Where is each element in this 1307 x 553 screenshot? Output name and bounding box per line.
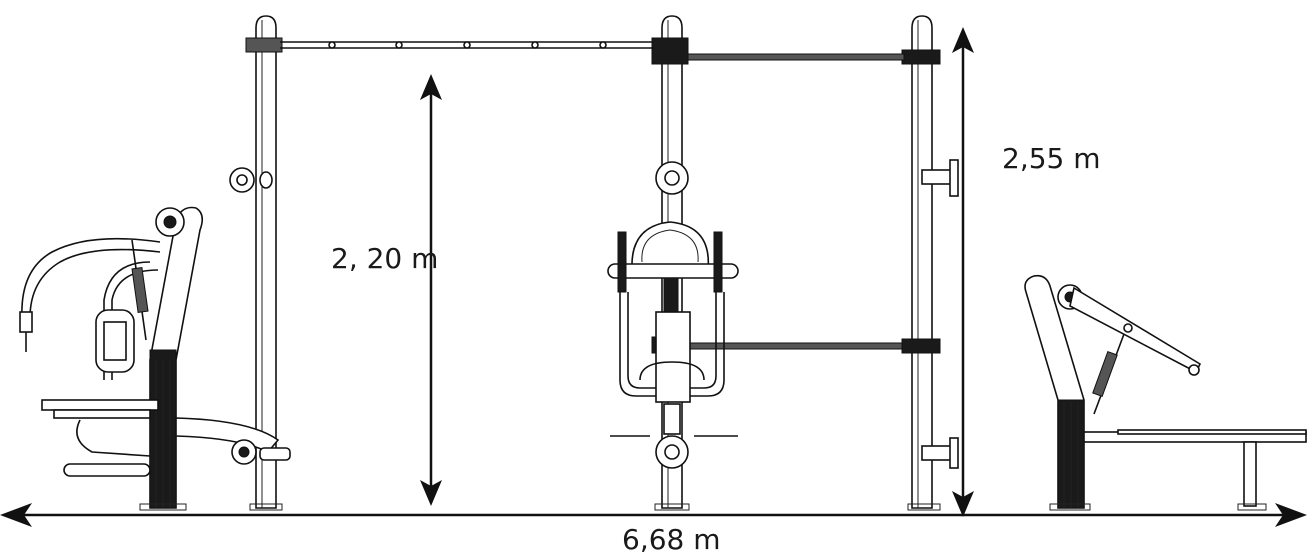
height-dimension-total [952,27,974,517]
height-label-middle: 2, 20 m [331,242,438,275]
top-bar-left [280,41,654,49]
height-label-total: 2,55 m [1002,142,1101,175]
middle-bar-right [651,336,941,354]
left-post-rotary-plate [229,167,273,193]
top-bar-right [687,53,905,61]
arrowhead-down-icon [952,491,974,517]
right-machine-bench [1024,274,1307,511]
arrowhead-up-icon [420,74,442,100]
upper-bracket [921,159,959,197]
height-dimension-middle [420,74,442,506]
arrowhead-left-icon [0,503,32,527]
middle-machine [607,161,739,469]
lower-bracket [921,437,959,469]
arrowhead-down-icon [420,480,442,506]
arrowhead-right-icon [1275,503,1307,527]
width-dimension [0,503,1307,527]
arrowhead-up-icon [952,27,974,53]
left-machine-chest-press [19,206,291,511]
width-label: 6,68 m [622,523,721,553]
right-post [901,15,941,511]
left-post [245,15,283,511]
